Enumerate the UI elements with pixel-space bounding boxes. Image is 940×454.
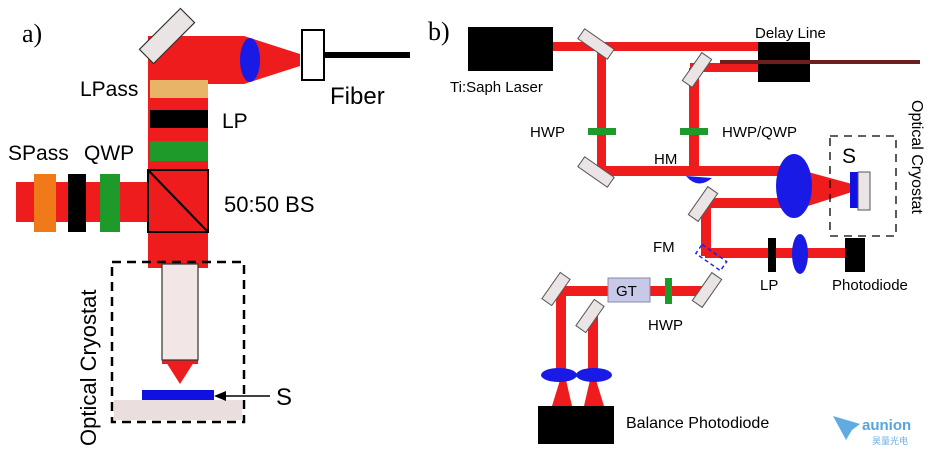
mirror-balance-right bbox=[575, 298, 605, 334]
qwp-plate bbox=[150, 141, 208, 161]
delay-line-rail bbox=[720, 60, 920, 64]
aunion-logo: aunion 昊量光电 bbox=[833, 416, 911, 447]
gt-label: GT bbox=[616, 283, 637, 300]
panel-a-turning-mirror bbox=[138, 7, 196, 65]
photodiode-label: Photodiode bbox=[832, 277, 908, 294]
flip-mirror bbox=[694, 243, 728, 272]
input-lp-polarizer bbox=[68, 174, 86, 232]
panel-a-sample-holder bbox=[114, 400, 242, 420]
panel-a-sample bbox=[142, 390, 214, 402]
panel-b-lp-label: LP bbox=[760, 277, 778, 294]
hm-mirror bbox=[686, 176, 712, 184]
spass-label: SPass bbox=[8, 142, 69, 165]
spass-filter bbox=[34, 174, 56, 232]
panel-a-cryostat-box bbox=[110, 260, 246, 424]
mirror-top-left bbox=[577, 28, 615, 60]
balance-left-focus bbox=[552, 380, 572, 406]
balance-photodiode bbox=[538, 406, 614, 444]
reflected-vertical-beam bbox=[701, 200, 711, 256]
hwp-left-label: HWP bbox=[530, 124, 565, 141]
ti-saph-laser bbox=[468, 27, 553, 71]
balance-lens-left bbox=[541, 368, 577, 382]
panel-b-label: b) bbox=[428, 17, 450, 46]
lp-label: LP bbox=[222, 110, 248, 133]
fiber-label: Fiber bbox=[330, 83, 385, 110]
mirror-balance-left bbox=[541, 271, 571, 307]
lpass-filter bbox=[150, 80, 208, 98]
panel-b-sample-label: S bbox=[842, 145, 856, 168]
qwp-label: QWP bbox=[84, 142, 134, 165]
lpass-label: LPass bbox=[80, 78, 138, 101]
fm-label: FM bbox=[653, 239, 675, 256]
panel-a-sample-arrowhead bbox=[214, 391, 226, 401]
mirror-fm-lower bbox=[691, 271, 723, 309]
objective-lens-body bbox=[161, 263, 199, 361]
hwp-left-plate bbox=[588, 128, 616, 135]
logo-name: aunion bbox=[862, 417, 911, 434]
balance-left-beam bbox=[556, 290, 566, 370]
hwp-qwp-plate bbox=[680, 128, 708, 135]
panel-a-sample-label: S bbox=[276, 384, 292, 411]
beam-splitter-label: 50:50 BS bbox=[224, 192, 315, 217]
focusing-lens bbox=[776, 154, 812, 218]
hwp-qwp-label: HWP/QWP bbox=[722, 124, 797, 141]
panel-b: b) Ti:Saph Laser Delay Line HWP bbox=[428, 17, 925, 444]
balance-right-focus bbox=[584, 380, 604, 406]
mirror-left-lower bbox=[577, 156, 615, 188]
glan-taylor-prism bbox=[607, 277, 651, 303]
beam-splitter-cube bbox=[147, 169, 209, 233]
reflected-beam bbox=[705, 198, 790, 208]
panel-b-cryostat-label: Optical Cryostat bbox=[908, 100, 925, 214]
panel-b-cryostat-box bbox=[829, 135, 897, 237]
panel-b-lp-polarizer bbox=[768, 238, 776, 272]
probe-vertical-beam bbox=[597, 44, 606, 174]
hwp-bottom-label: HWP bbox=[648, 317, 683, 334]
fiber-connector bbox=[301, 29, 325, 81]
panel-b-sample-holder bbox=[857, 171, 871, 211]
balance-photodiode-label: Balance Photodiode bbox=[626, 415, 769, 432]
panel-a-cryostat-label: Optical Cryostat bbox=[76, 290, 101, 447]
input-qwp-plate bbox=[100, 174, 120, 232]
panel-a-fiber-lens bbox=[240, 38, 260, 82]
photodiode bbox=[845, 238, 865, 272]
mirror-pump-top bbox=[681, 51, 713, 89]
panel-a: a) Fiber LPass LP QWP SPass 50:50 BS bbox=[8, 7, 410, 447]
panel-b-sample bbox=[850, 172, 858, 208]
sample-focus-beam bbox=[808, 172, 852, 206]
pump-vertical-beam bbox=[689, 68, 699, 172]
logo-subtitle: 昊量光电 bbox=[872, 435, 908, 447]
laser-label: Ti:Saph Laser bbox=[450, 79, 543, 96]
photodiode-lens bbox=[792, 234, 808, 274]
fiber-cable bbox=[324, 52, 410, 58]
probe-horizontal-beam bbox=[600, 166, 800, 176]
panel-a-label: a) bbox=[22, 19, 42, 48]
lp-polarizer bbox=[150, 110, 208, 128]
balance-right-beam bbox=[588, 312, 598, 370]
laser-output-beam bbox=[552, 42, 762, 51]
delay-return-beam bbox=[690, 63, 760, 72]
objective-focus bbox=[166, 362, 194, 384]
hm-label: HM bbox=[654, 151, 677, 168]
delay-line-label: Delay Line bbox=[755, 25, 826, 42]
hwp-bottom-plate bbox=[665, 278, 672, 304]
beam-splitter-diagonal bbox=[147, 169, 209, 233]
logo-mark-icon bbox=[833, 416, 860, 440]
balance-lens-right bbox=[576, 368, 612, 382]
mirror-reflect bbox=[687, 185, 719, 223]
